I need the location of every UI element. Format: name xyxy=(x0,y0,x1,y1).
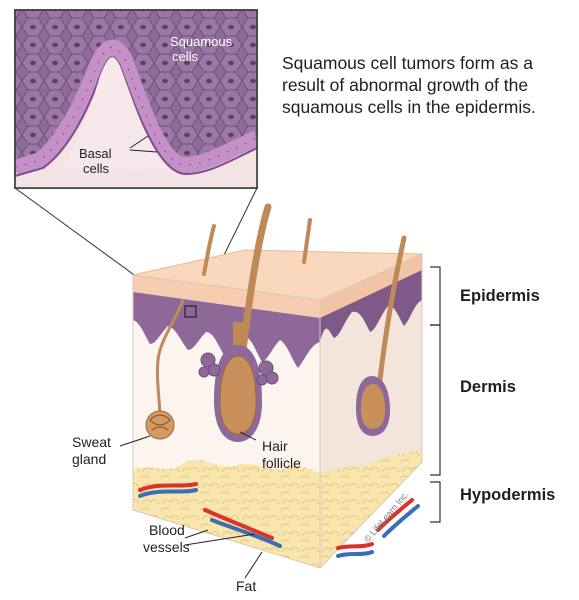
squamous-cells-label: Squamous cells xyxy=(170,34,233,64)
hypodermis-label: Hypodermis xyxy=(460,486,556,504)
dermis-label: Dermis xyxy=(460,378,516,396)
layer-brackets xyxy=(430,266,441,523)
caption: Squamous cell tumors form as a result of… xyxy=(282,53,536,117)
blood-vessels-label: Blood vessels xyxy=(143,522,190,555)
hair-follicle-label: Hair follicle xyxy=(262,438,301,471)
sweat-gland-label: Sweat gland xyxy=(72,434,111,467)
fat-label: Fat xyxy=(236,578,257,594)
hair-follicle xyxy=(214,322,262,442)
inset-location-marker xyxy=(184,305,197,318)
epidermis-label: Epidermis xyxy=(460,287,540,305)
hair-follicle-side xyxy=(356,376,390,436)
callout-lines xyxy=(119,431,263,579)
sweat-gland xyxy=(145,299,185,440)
blood-vessels xyxy=(138,482,420,558)
sebaceous-glands xyxy=(198,352,279,386)
basal-cells-label: Basal cells xyxy=(79,146,112,176)
inset-squamous-cells xyxy=(14,9,258,189)
